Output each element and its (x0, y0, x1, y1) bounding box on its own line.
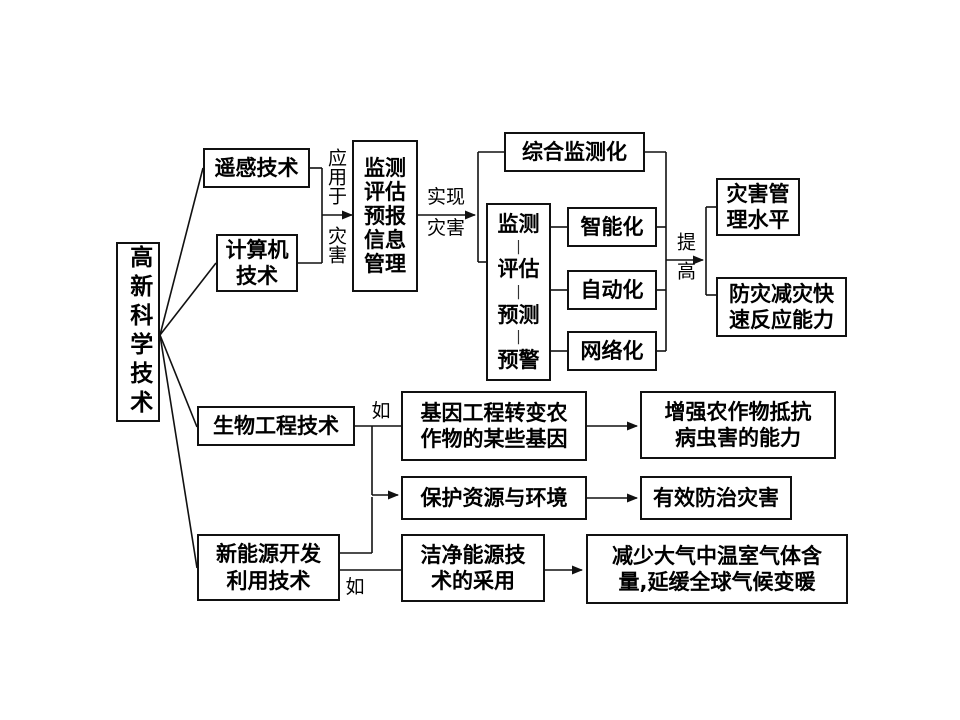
disaster-label: 灾害 (325, 226, 347, 264)
integrated-monitoring-box: 综合监测化 (504, 132, 645, 172)
smart-label: 智能化 (580, 214, 644, 239)
apply-to-label: 应用于 (325, 148, 347, 205)
goal-management-line1: 灾害管 (726, 181, 790, 206)
management-line3: 预报 (364, 203, 406, 228)
chain-separator: | (516, 329, 521, 346)
reduce-greenhouse-line2: 量,延缓全球气候变暖 (618, 570, 816, 594)
management-box: 监测 评估 预报 信息 管理 (352, 140, 418, 292)
new-energy-line2: 利用技术 (226, 568, 311, 593)
chain-item-predict: 预测 (497, 302, 540, 327)
management-line4: 信息 (364, 228, 406, 253)
networked-label: 网络化 (580, 338, 644, 363)
root-high-tech: 高新科学技术 (116, 242, 160, 422)
bioengineering-label: 生物工程技术 (213, 413, 339, 438)
protect-environment-box: 保护资源与环境 (401, 476, 587, 520)
energy-example-label: 如 (345, 576, 365, 598)
chain-item-assess: 评估 (497, 257, 540, 282)
monitoring-chain-box: 监测 | 评估 | 预测 | 预警 (486, 203, 551, 381)
chain-separator: | (516, 238, 521, 255)
new-energy-line1: 新能源开发 (216, 542, 321, 567)
automated-box: 自动化 (567, 270, 657, 310)
protect-environment-label: 保护资源与环境 (420, 485, 568, 510)
reduce-greenhouse-box: 减少大气中温室气体含 量,延缓全球气候变暖 (586, 534, 848, 604)
prevent-disaster-box: 有效防治灾害 (640, 476, 792, 520)
integrated-monitoring-label: 综合监测化 (522, 139, 627, 164)
chain-separator: | (516, 284, 521, 300)
pest-resistance-line1: 增强农作物抵抗 (664, 399, 812, 424)
gene-engineering-line2: 作物的某些基因 (420, 427, 568, 451)
pest-resistance-box: 增强农作物抵抗 病虫害的能力 (640, 391, 836, 459)
root-label-text: 高新科学技术 (125, 245, 152, 419)
realize-line1: 实现 (426, 186, 465, 208)
networked-box: 网络化 (567, 331, 657, 371)
chain-item-monitor: 监测 (497, 212, 540, 236)
clean-energy-line2: 术的采用 (431, 569, 515, 593)
pest-resistance-line2: 病虫害的能力 (675, 426, 801, 450)
computer-tech-line1: 计算机 (225, 237, 289, 262)
goal-response-line2: 速反应能力 (729, 308, 834, 332)
automated-label: 自动化 (580, 277, 644, 302)
goal-management-line2: 理水平 (726, 208, 790, 232)
remote-sensing-label: 遥感技术 (214, 155, 299, 180)
computer-tech-box: 计算机 技术 (216, 234, 298, 292)
management-line1: 监测 (364, 155, 406, 180)
goal-response-line1: 防灾减灾快 (729, 281, 834, 306)
gene-engineering-box: 基因工程转变农 作物的某些基因 (401, 391, 587, 461)
realize-line2: 灾害 (426, 216, 465, 239)
prevent-disaster-label: 有效防治灾害 (653, 485, 779, 510)
clean-energy-box: 洁净能源技 术的采用 (401, 534, 545, 602)
management-line5: 管理 (364, 252, 406, 277)
remote-sensing-box: 遥感技术 (203, 148, 310, 188)
goal-response-box: 防灾减灾快 速反应能力 (716, 277, 847, 337)
root-label: 高新科学技术 (123, 245, 152, 419)
smart-box: 智能化 (567, 207, 657, 247)
computer-tech-line2: 技术 (236, 264, 278, 288)
chain-item-warn: 预警 (497, 347, 540, 372)
clean-energy-line1: 洁净能源技 (420, 542, 526, 567)
bio-example-label: 如 (371, 400, 391, 422)
reduce-greenhouse-line1: 减少大气中温室气体含 (612, 543, 822, 568)
management-line2: 评估 (364, 179, 406, 204)
realize-label: 实现 灾害 (422, 186, 470, 240)
improve-label: 提高 (674, 232, 696, 290)
goal-management-box: 灾害管 理水平 (716, 178, 800, 236)
new-energy-box: 新能源开发 利用技术 (197, 534, 340, 601)
gene-engineering-line1: 基因工程转变农 (420, 400, 568, 425)
bioengineering-box: 生物工程技术 (197, 406, 355, 446)
